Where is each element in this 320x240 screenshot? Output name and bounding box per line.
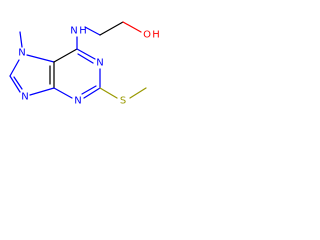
bond-c6-n1: [76, 48, 96, 60]
bond-c2-s: [99, 87, 118, 99]
bond-c8-n9-double: [13, 76, 23, 90]
bond-n7-c5: [26, 54, 55, 63]
atom-o-hydroxyl: O: [143, 30, 151, 41]
bond-nh-ch2: [84, 26, 101, 36]
bond-methyl-n7: [19, 31, 23, 48]
bond-c6-n1-double: [77, 53, 94, 64]
atom-n-amine: N: [70, 26, 77, 37]
bond-n9-c4: [29, 87, 55, 96]
bond-c2-n3: [83, 87, 101, 99]
atom-labels: N N H O H N N N S: [18, 26, 160, 107]
atom-n-ring-upper: N: [96, 58, 103, 69]
bond-c5-c6: [53, 48, 78, 63]
atom-n-imidazole: N: [21, 92, 28, 103]
bond-ch2-oh: [122, 21, 142, 33]
bond-c8-n9: [9, 75, 21, 93]
atom-s-thio: S: [120, 96, 126, 107]
bond-n3-c4: [53, 87, 73, 99]
atom-n-methyl: N: [18, 48, 25, 59]
bond-s-methyl: [129, 87, 147, 99]
atom-h-hydroxyl: H: [152, 30, 160, 41]
bond-c2-n3-double: [81, 85, 97, 95]
molecule-structure: N N H O H N N N S: [9, 21, 160, 107]
bonds: [9, 21, 147, 99]
atom-h-amine: H: [79, 26, 87, 37]
bond-n7-c8: [9, 59, 20, 77]
bond-ch2-ch2: [99, 21, 124, 36]
atom-n-ring-lower: N: [74, 96, 81, 107]
